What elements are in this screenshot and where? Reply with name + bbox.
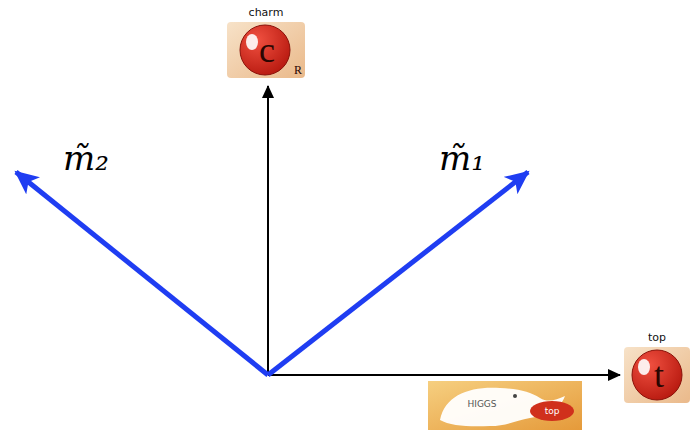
vector-label: m̃₁ (439, 141, 485, 175)
particle-ball: t (624, 347, 690, 403)
picture-text: HIGGS (467, 400, 496, 409)
particle-symbol: c (259, 32, 275, 68)
vector-label: m̃₂ (63, 141, 109, 175)
particle-icon: charmcR (222, 6, 310, 78)
basis-vector (268, 172, 528, 375)
picture-text: top (545, 407, 560, 416)
higgs-picture (428, 381, 582, 430)
horizontal-axis (268, 374, 620, 376)
particle-symbol: t (654, 357, 664, 393)
particle-name: charm (222, 6, 310, 20)
vertical-axis (267, 86, 269, 375)
particle-name: top (622, 331, 692, 345)
chirality-subscript: R (294, 64, 302, 76)
basis-vector (16, 172, 268, 375)
particle-ball: cR (227, 22, 305, 78)
particle-icon: top t (622, 331, 692, 403)
